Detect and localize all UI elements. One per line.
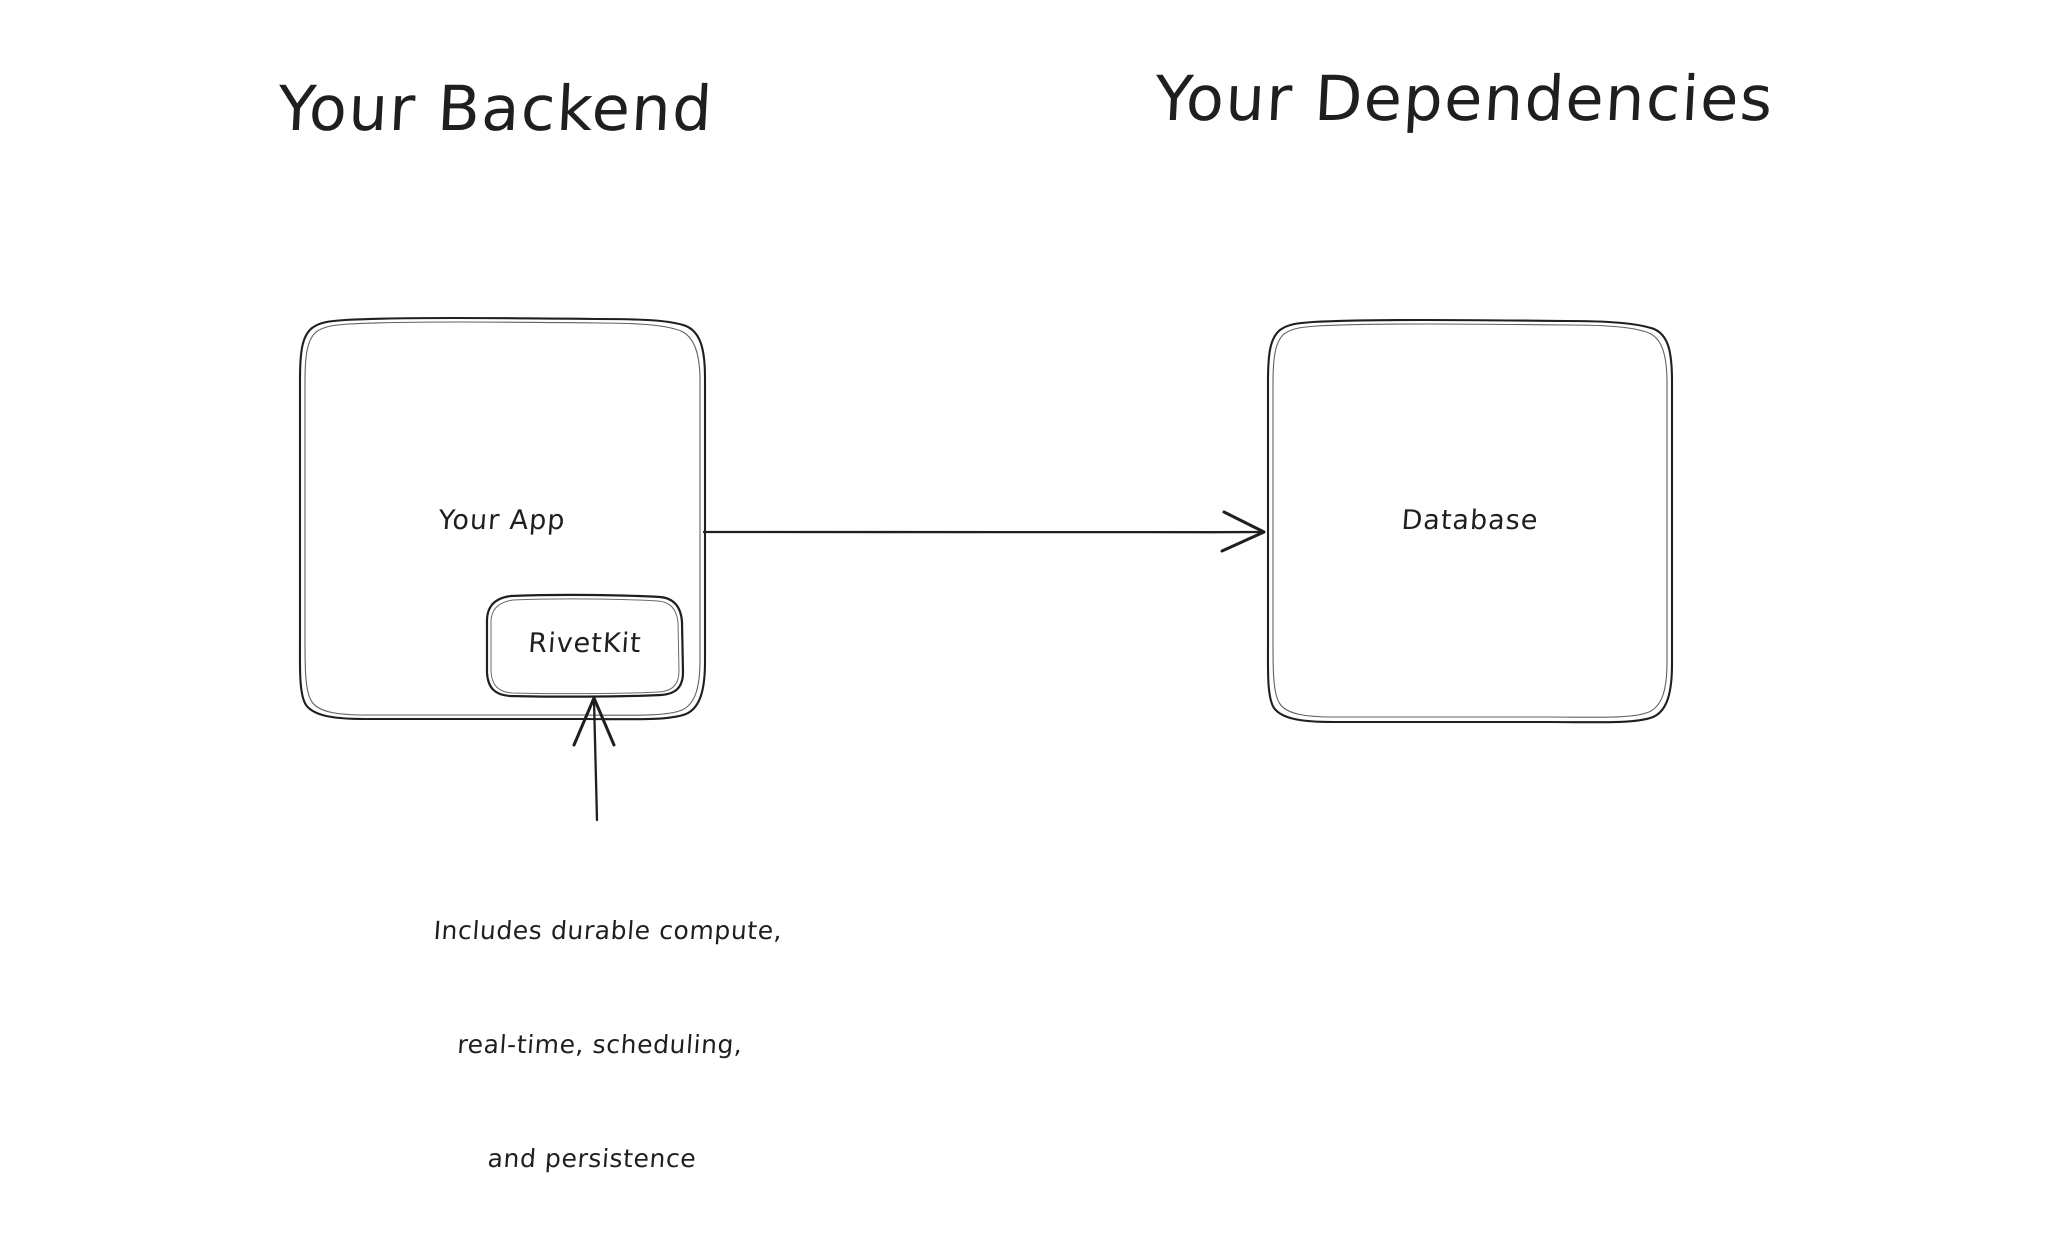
connector-caption-to-rivetkit[interactable] (572, 696, 616, 822)
box-label-database: Database (1400, 505, 1540, 536)
caption-line-1: Includes durable compute, (432, 916, 784, 945)
rivetkit-caption: Includes durable compute, real-time, sch… (345, 836, 854, 1254)
heading-your-dependencies: Your Dependencies (1153, 62, 1776, 135)
database-box-shape[interactable] (1266, 318, 1674, 724)
caption-line-2: real-time, scheduling, (456, 1030, 744, 1059)
your-app-box-shape[interactable] (298, 316, 707, 721)
box-label-your-app: Your App (437, 505, 567, 536)
diagram-sketch-layer (298, 316, 1674, 822)
caption-line-3: and persistence (486, 1144, 698, 1173)
connector-app-to-database[interactable] (702, 510, 1266, 553)
rivetkit-box-shape[interactable] (485, 593, 685, 698)
heading-your-backend: Your Backend (276, 72, 716, 145)
box-label-rivetkit: RivetKit (527, 628, 643, 659)
diagram-canvas: Your Backend Your Dependencies Your App … (276, 62, 1776, 1173)
